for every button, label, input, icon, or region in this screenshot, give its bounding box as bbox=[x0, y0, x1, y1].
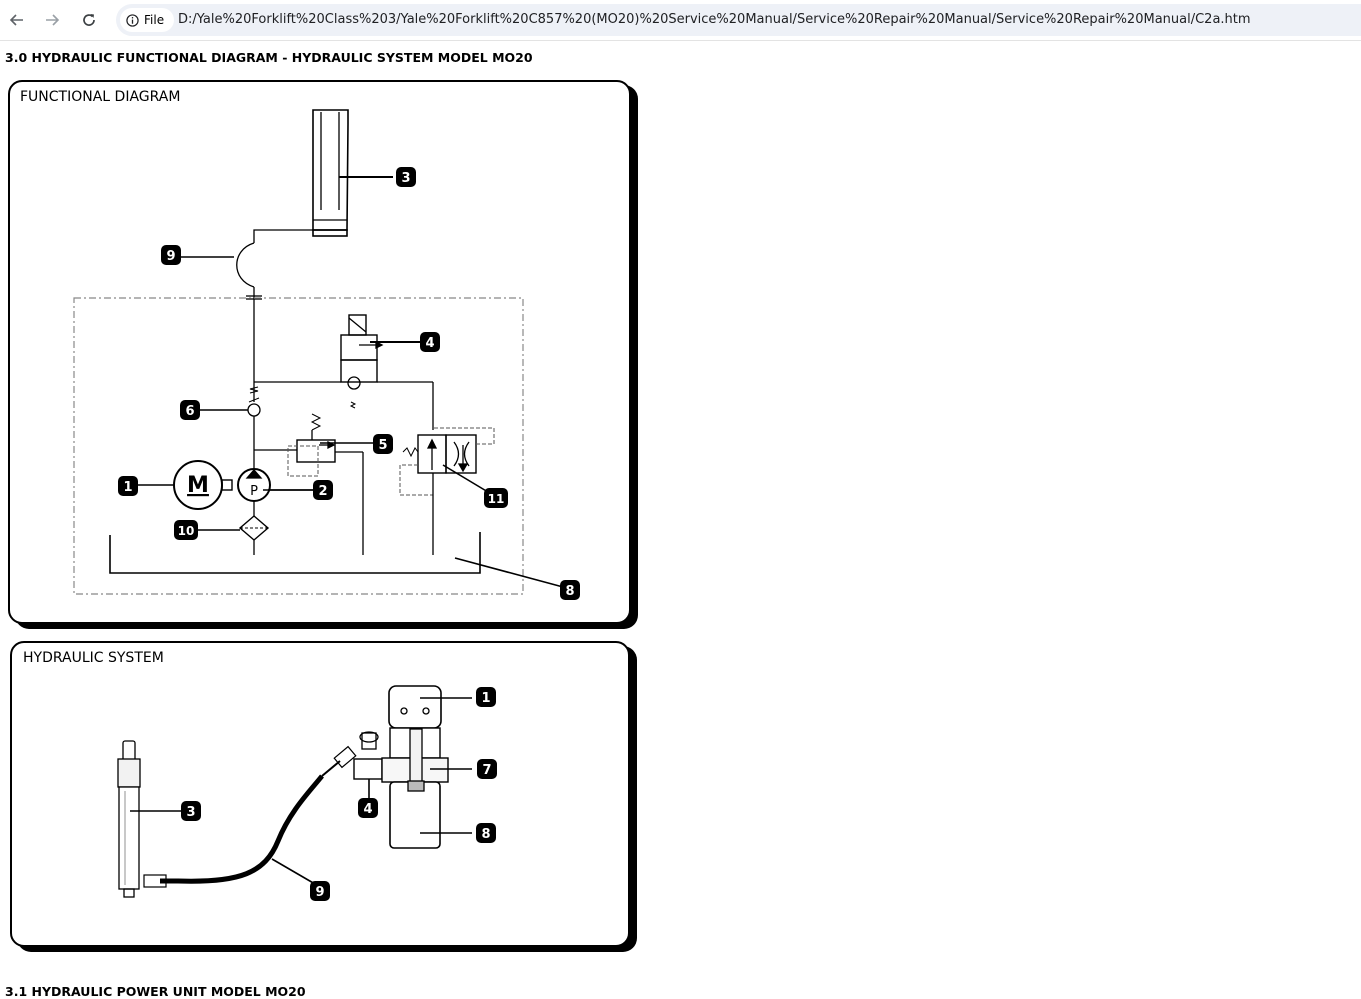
callout-8: 8 bbox=[476, 823, 496, 843]
svg-text:1: 1 bbox=[123, 480, 132, 495]
svg-text:6: 6 bbox=[185, 404, 194, 419]
svg-text:1: 1 bbox=[481, 691, 490, 706]
callout-7: 7 bbox=[477, 759, 497, 779]
callout-3: 3 bbox=[396, 167, 416, 187]
section-heading: 3.1 HYDRAULIC POWER UNIT MODEL MO20 bbox=[5, 984, 306, 999]
page-title: 3.0 HYDRAULIC FUNCTIONAL DIAGRAM - HYDRA… bbox=[5, 50, 533, 65]
arrow-left-icon bbox=[9, 14, 23, 26]
callout-9: 9 bbox=[161, 245, 181, 265]
callout-4: 4 bbox=[420, 332, 440, 352]
svg-text:4: 4 bbox=[363, 802, 372, 817]
forward-button[interactable] bbox=[40, 8, 64, 32]
svg-text:8: 8 bbox=[481, 827, 490, 842]
svg-text:8: 8 bbox=[565, 584, 574, 599]
callout-8: 8 bbox=[560, 580, 580, 600]
address-bar[interactable]: File D:/Yale%20Forklift%20Class%203/Yale… bbox=[116, 4, 1361, 36]
callout-1: 1 bbox=[476, 687, 496, 707]
callout-5: 5 bbox=[373, 434, 393, 454]
callout-3: 3 bbox=[181, 801, 201, 821]
callout-6: 6 bbox=[180, 400, 200, 420]
browser-toolbar: File D:/Yale%20Forklift%20Class%203/Yale… bbox=[0, 0, 1361, 41]
site-info-chip[interactable]: File bbox=[120, 8, 175, 32]
svg-text:7: 7 bbox=[482, 763, 491, 778]
scheme-label: File bbox=[144, 13, 165, 27]
svg-text:10: 10 bbox=[178, 524, 195, 538]
reload-button[interactable] bbox=[77, 8, 101, 32]
reload-icon bbox=[83, 14, 95, 26]
svg-text:5: 5 bbox=[378, 438, 387, 453]
functional-diagram-schematic: M P 1 2 3 4 5 6 8 bbox=[73, 109, 580, 600]
info-circle-icon bbox=[126, 13, 139, 27]
functional-diagram-title: FUNCTIONAL DIAGRAM bbox=[20, 89, 181, 105]
svg-text:9: 9 bbox=[315, 885, 324, 900]
svg-text:2: 2 bbox=[318, 484, 327, 499]
svg-text:11: 11 bbox=[488, 492, 505, 506]
hydraulic-system-title: HYDRAULIC SYSTEM bbox=[23, 650, 164, 666]
callout-10: 10 bbox=[174, 520, 198, 540]
motor-symbol: M bbox=[187, 473, 209, 498]
callout-9: 9 bbox=[310, 881, 330, 901]
back-button[interactable] bbox=[5, 8, 29, 32]
callout-1: 1 bbox=[118, 476, 138, 496]
callout-11: 11 bbox=[484, 488, 508, 508]
pump-symbol: P bbox=[250, 484, 258, 499]
arrow-right-icon bbox=[46, 14, 60, 26]
hydraulic-system-illustration: 1 3 4 7 8 9 bbox=[117, 685, 497, 901]
url-text[interactable]: D:/Yale%20Forklift%20Class%203/Yale%20Fo… bbox=[178, 12, 1251, 27]
svg-text:3: 3 bbox=[186, 805, 195, 820]
svg-text:3: 3 bbox=[401, 171, 410, 186]
svg-text:4: 4 bbox=[425, 336, 434, 351]
callout-2: 2 bbox=[313, 480, 333, 500]
callout-4: 4 bbox=[358, 798, 378, 818]
svg-text:9: 9 bbox=[166, 249, 175, 264]
